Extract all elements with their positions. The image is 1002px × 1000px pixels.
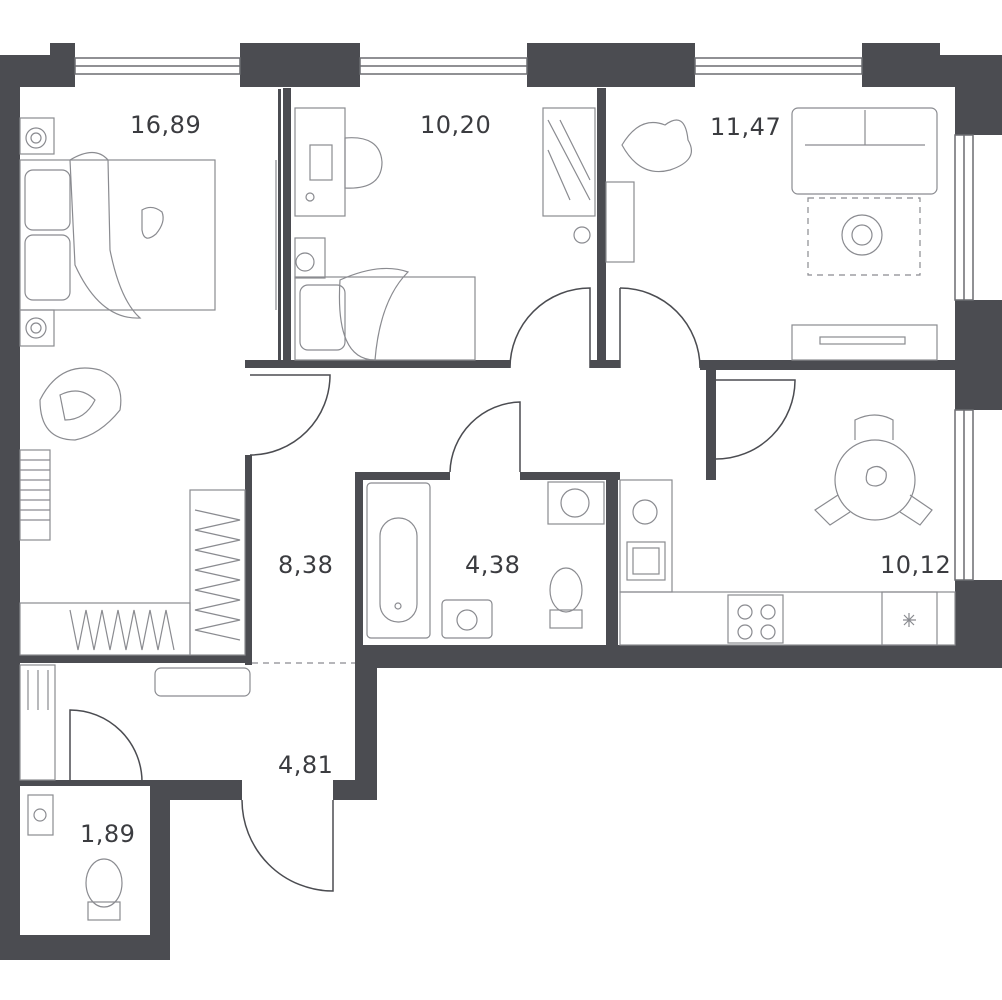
wall-toilet-bottom — [0, 935, 170, 960]
wall-bath-top-2 — [520, 472, 620, 480]
desk-chair — [344, 137, 383, 189]
wall-toilet-top — [20, 780, 150, 786]
bathtub — [366, 482, 431, 639]
wall-kitchen-left — [706, 368, 716, 480]
area-label-kitchen: 10,12 — [880, 551, 951, 579]
monitor — [309, 144, 333, 181]
sink — [626, 541, 666, 581]
sofa — [791, 107, 938, 195]
area-labels: 16,89 10,20 11,47 8,38 4,38 10,12 4,81 1… — [80, 111, 951, 848]
wall-hall-top-1 — [245, 360, 510, 368]
windows — [74, 57, 974, 581]
tv — [819, 336, 906, 345]
nightstand-2 — [19, 309, 55, 347]
fridge — [881, 591, 938, 646]
wall-top-5 — [920, 55, 960, 87]
wall-left — [0, 55, 20, 935]
nightstand-1 — [19, 117, 55, 155]
dresser — [19, 602, 191, 656]
wall-bath-right — [606, 472, 618, 650]
area-label-bathroom: 4,38 — [465, 551, 520, 579]
kitchen-counter — [619, 591, 956, 646]
snowflake-icon — [903, 613, 916, 627]
door-bedroom-1 — [249, 374, 331, 456]
furniture-living — [605, 107, 938, 361]
furniture-kitchen — [619, 414, 956, 646]
wall-bath-top-1 — [355, 472, 450, 480]
doors — [69, 287, 796, 892]
wall-living-partition — [597, 88, 606, 360]
wall-toilet-right — [150, 780, 170, 960]
wall-pillar-1 — [50, 43, 75, 73]
door-bedroom-2 — [509, 287, 591, 369]
chair-2 — [814, 494, 851, 526]
area-label-living-room: 11,47 — [710, 113, 781, 141]
furniture-bathroom — [366, 481, 605, 639]
wall-hall-top-3 — [700, 360, 958, 370]
wc-toilet — [85, 858, 123, 908]
wardrobe-1 — [189, 489, 246, 656]
wall-entrance-bottom-r — [333, 780, 377, 800]
area-label-bedroom-small: 10,20 — [420, 111, 491, 139]
armchair — [39, 367, 122, 441]
furniture-bedroom-2 — [294, 107, 596, 361]
wall-entrance-bottom-l — [150, 780, 242, 800]
furniture-entrance — [19, 664, 251, 921]
wall-top-3 — [527, 43, 695, 87]
wall-bed1-bottom — [0, 655, 250, 663]
chair-1 — [854, 414, 894, 440]
nightstand-3 — [294, 237, 326, 279]
wall-bath-left — [355, 472, 363, 650]
shelf — [605, 181, 635, 263]
door-entrance — [241, 799, 334, 892]
area-label-entrance: 4,81 — [278, 751, 333, 779]
sink-drain — [632, 499, 658, 525]
wall-entrance-right — [355, 645, 377, 800]
dining-table — [834, 439, 916, 521]
bath-sink — [441, 599, 493, 639]
plant-icon — [621, 119, 692, 173]
furniture-bedroom-1 — [19, 117, 277, 656]
doormat — [154, 667, 251, 697]
wall-hall-top-2 — [590, 360, 620, 368]
double-bed — [19, 159, 216, 311]
wall-top-2 — [240, 43, 360, 87]
coat-rack — [19, 664, 56, 781]
wall-bed1-right — [245, 455, 252, 665]
rug — [807, 197, 921, 276]
wall-right-2 — [955, 300, 1002, 410]
toilet-sink — [27, 794, 54, 836]
washing-machine — [547, 481, 605, 525]
tv-stand — [791, 324, 938, 361]
wall-right-1 — [955, 55, 1002, 135]
single-bed — [294, 276, 476, 361]
door-bathroom — [449, 401, 521, 473]
stove — [727, 594, 784, 644]
area-label-bedroom-large: 16,89 — [130, 111, 201, 139]
coffee-table — [841, 214, 883, 256]
bookshelf — [19, 449, 51, 541]
chair-3 — [899, 494, 933, 526]
wall-bed-partition — [283, 88, 291, 363]
wardrobe-2 — [542, 107, 596, 217]
door-toilet — [69, 709, 143, 783]
door-kitchen — [715, 379, 796, 460]
bath-toilet — [549, 567, 583, 613]
wall-int-1 — [278, 89, 281, 366]
wall-bottom-main — [360, 645, 1002, 668]
area-label-toilet: 1,89 — [80, 820, 135, 848]
area-label-hallway: 8,38 — [278, 551, 333, 579]
desk — [294, 107, 346, 217]
door-living — [619, 287, 701, 369]
cat-pillow-icon — [141, 206, 164, 239]
kitchen-counter-left — [619, 479, 673, 593]
walls — [0, 43, 1002, 960]
ball-icon — [573, 226, 591, 244]
